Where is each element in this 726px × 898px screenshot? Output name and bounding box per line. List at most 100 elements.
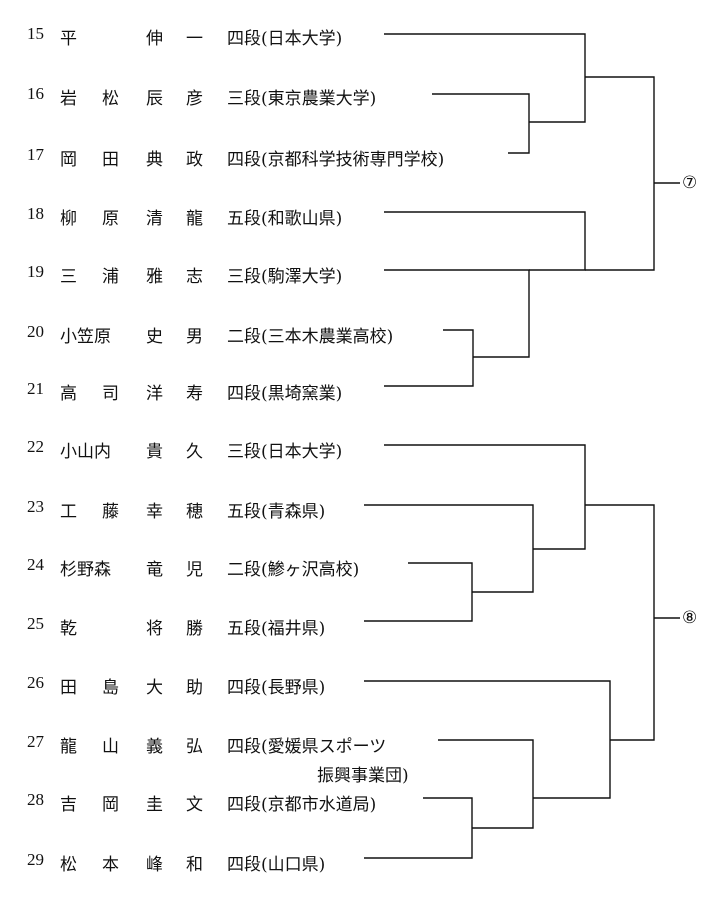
rank: 三段	[227, 89, 261, 109]
entry-number: 19	[27, 262, 44, 281]
rank: 四段	[227, 150, 261, 170]
bracket-22-vs-23-25	[384, 444, 586, 550]
name-char-1: 高	[60, 384, 77, 404]
rank-and-affiliation: 四段(京都科学技術専門学校)	[227, 145, 444, 170]
entry-number: 15	[27, 24, 44, 43]
name-char-4: 穂	[186, 502, 203, 522]
name-char-3: 清	[146, 209, 163, 229]
entry-number: 20	[27, 322, 44, 341]
name-char-1: 乾	[60, 619, 77, 639]
rank: 四段	[227, 737, 261, 757]
rank: 五段	[227, 619, 261, 639]
name-char-3: 雅	[146, 267, 163, 287]
name-char-3: 竜	[146, 560, 163, 580]
name-char-2: 島	[102, 678, 119, 698]
rank: 四段	[227, 855, 261, 875]
rank-and-affiliation: 五段(青森県)	[227, 497, 325, 522]
affiliation: (和歌山県)	[261, 209, 343, 229]
entry-number: 22	[27, 437, 44, 456]
rank-and-affiliation: 三段(日本大学)	[227, 437, 342, 462]
name-char-2: 松	[102, 89, 119, 109]
name-char-3: 義	[146, 737, 163, 757]
affiliation: (鯵ヶ沢高校)	[261, 560, 360, 580]
name-char-1: 田	[60, 678, 77, 698]
name-char-4: 一	[186, 29, 203, 49]
rank: 四段	[227, 678, 261, 698]
name-char-4: 助	[186, 678, 203, 698]
rank: 五段	[227, 502, 261, 522]
rank-and-affiliation: 五段(福井県)	[227, 614, 325, 639]
name-char-4: 児	[186, 560, 203, 580]
entry-number: 28	[27, 790, 44, 809]
name-char-2: 原	[102, 209, 119, 229]
entry-number: 16	[27, 84, 44, 103]
rank-and-affiliation: 四段(京都市水道局)	[227, 790, 376, 815]
affiliation: (青森県)	[261, 502, 326, 522]
affiliation: (京都市水道局)	[261, 795, 377, 815]
name-char-1: 工	[60, 502, 77, 522]
bracket-28-29	[364, 797, 473, 859]
rank: 四段	[227, 384, 261, 404]
entry-number: 27	[27, 732, 44, 751]
affiliation: (京都科学技術専門学校)	[261, 150, 445, 170]
name-char-1: 小笠原	[60, 327, 111, 347]
name-char-2: 山	[102, 737, 119, 757]
affiliation: (福井県)	[261, 619, 326, 639]
bracket-final-7	[585, 76, 655, 271]
rank-and-affiliation: 四段(山口県)	[227, 850, 325, 875]
name-char-3: 辰	[146, 89, 163, 109]
name-char-1: 小山内	[60, 442, 111, 462]
bracket-16-17	[432, 93, 530, 154]
bracket-20-21	[384, 329, 474, 387]
name-char-1: 杉野森	[60, 560, 111, 580]
affiliation: (山口県)	[261, 855, 326, 875]
affiliation: (三本木農業高校)	[261, 327, 394, 347]
name-char-3: 峰	[146, 855, 163, 875]
affiliation: (長野県)	[261, 678, 326, 698]
rank: 二段	[227, 560, 261, 580]
rank: 四段	[227, 29, 261, 49]
name-char-2: 浦	[102, 267, 119, 287]
entry-number: 21	[27, 379, 44, 398]
name-char-2: 藤	[102, 502, 119, 522]
name-char-4: 文	[186, 795, 203, 815]
name-char-3: 伸	[146, 29, 163, 49]
rank-and-affiliation: 三段(東京農業大学)	[227, 84, 376, 109]
name-char-2: 司	[102, 384, 119, 404]
affiliation: (黒埼窯業)	[261, 384, 343, 404]
name-char-4: 久	[186, 442, 203, 462]
name-char-1: 平	[60, 29, 77, 49]
rank: 五段	[227, 209, 261, 229]
entry-number: 29	[27, 850, 44, 869]
name-char-3: 将	[146, 619, 163, 639]
entry-number: 26	[27, 673, 44, 692]
name-char-1: 吉	[60, 795, 77, 815]
entry-number: 17	[27, 145, 44, 164]
name-char-1: 龍	[60, 737, 77, 757]
affiliation: (駒澤大学)	[261, 267, 343, 287]
rank-and-affiliation: 二段(三本木農業高校)	[227, 322, 393, 347]
name-char-1: 岩	[60, 89, 77, 109]
bracket-24-25	[364, 562, 473, 622]
name-char-4: 彦	[186, 89, 203, 109]
bracket-15-vs-16-17	[384, 33, 586, 123]
name-char-3: 貴	[146, 442, 163, 462]
name-char-3: 圭	[146, 795, 163, 815]
bracket-23-vs-24-25	[364, 504, 534, 593]
name-char-1: 柳	[60, 209, 77, 229]
affiliation-continuation: 振興事業団)	[317, 766, 409, 786]
rank-and-affiliation: 四段(愛媛県スポーツ	[227, 732, 386, 757]
name-char-4: 男	[186, 327, 203, 347]
name-char-3: 典	[146, 150, 163, 170]
name-char-3: 史	[146, 327, 163, 347]
affiliation: (愛媛県スポーツ	[261, 737, 387, 757]
bracket-18-vs-19-21	[384, 211, 586, 271]
rank-and-affiliation: 四段(日本大学)	[227, 24, 342, 49]
affiliation: (日本大学)	[261, 29, 343, 49]
name-char-3: 幸	[146, 502, 163, 522]
name-char-4: 和	[186, 855, 203, 875]
name-char-4: 志	[186, 267, 203, 287]
affiliation: (日本大学)	[261, 442, 343, 462]
